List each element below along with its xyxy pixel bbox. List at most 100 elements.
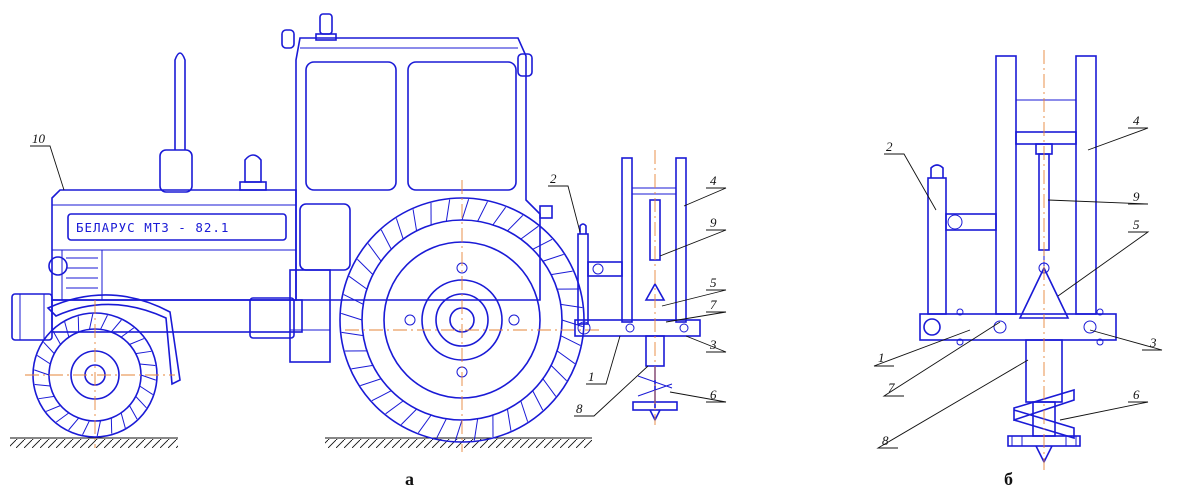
tyre-lug xyxy=(88,313,94,330)
leaders-a xyxy=(30,145,727,417)
tyre-lug xyxy=(68,417,80,431)
tyre-lug xyxy=(139,385,154,395)
top-crossbar xyxy=(1015,131,1077,145)
drill-attachment-a xyxy=(574,150,701,425)
left-mast xyxy=(995,55,1017,315)
tyre-lug xyxy=(492,206,507,226)
tyre-lug xyxy=(542,378,557,397)
label-a-4: 4 xyxy=(710,173,717,188)
base-frame-b xyxy=(919,313,1117,341)
hood-beacon xyxy=(239,154,267,191)
tyre-lug xyxy=(380,229,392,250)
tyre-lug xyxy=(532,390,544,411)
label-b-9: 9 xyxy=(1133,189,1140,204)
tyre-lug xyxy=(343,294,364,305)
label-a-7: 7 xyxy=(710,297,717,312)
tyre-lug xyxy=(129,338,145,345)
tyre-lug xyxy=(367,243,382,262)
tyre-lug xyxy=(506,409,512,431)
headlight xyxy=(48,256,68,276)
nameplate-text: БЕЛАРУС МТЗ - 82.1 xyxy=(76,220,229,235)
tyre-lug xyxy=(38,395,55,400)
tyre-lug xyxy=(417,414,432,434)
label-a-5: 5 xyxy=(710,275,717,290)
tyre-lug xyxy=(454,419,463,441)
tyre-lug xyxy=(371,390,392,402)
exhaust-pipe xyxy=(159,52,193,193)
front-fender xyxy=(46,294,181,386)
tyre-lug xyxy=(412,209,418,231)
label-a-3: 3 xyxy=(709,337,717,352)
tyre-lug xyxy=(341,331,364,337)
tyre-lug xyxy=(351,364,373,370)
tyre-lug xyxy=(52,330,62,345)
tyre-lug xyxy=(477,201,488,222)
tyre-lug xyxy=(110,319,122,333)
label-a-8: 8 xyxy=(576,401,583,416)
ground-rear xyxy=(325,437,592,448)
tyre-lug xyxy=(357,258,374,275)
tyre-lug xyxy=(445,199,451,222)
ground-front xyxy=(10,437,178,448)
front-frame xyxy=(11,293,303,341)
hood: БЕЛАРУС МТЗ - 82.1 xyxy=(48,189,297,301)
tyre-lug xyxy=(82,420,90,435)
tyre-lug xyxy=(135,396,147,409)
label-a-2: 2 xyxy=(550,171,557,186)
tyre-lug xyxy=(461,199,470,221)
tyre-lug xyxy=(100,315,108,330)
tyre-lug xyxy=(140,374,156,381)
tyre-lug xyxy=(542,253,564,262)
label-b-2: 2 xyxy=(886,139,893,154)
part-labels-a: 10 2 4 9 5 7 3 1 6 8 xyxy=(32,131,717,416)
label-b-6: 6 xyxy=(1133,387,1140,402)
tyre-lug xyxy=(395,218,404,240)
auger-flight xyxy=(1013,388,1075,422)
tyre-lug xyxy=(348,275,368,290)
tyre-lug xyxy=(556,350,576,365)
tyre-lug xyxy=(120,327,135,338)
tyre-lug xyxy=(520,225,539,240)
right-mast xyxy=(1075,55,1097,315)
cab-steps xyxy=(289,269,331,363)
label-b-4: 4 xyxy=(1133,113,1140,128)
label-a-1: 1 xyxy=(588,369,595,384)
tyre-lug xyxy=(400,408,417,425)
tyre-lug xyxy=(36,355,51,365)
cab-side-window xyxy=(305,61,397,191)
tyre-lug xyxy=(560,335,581,346)
cab xyxy=(281,13,553,363)
tyre-lug xyxy=(360,378,382,387)
label-b-5: 5 xyxy=(1133,217,1140,232)
cab-rear-window xyxy=(407,61,517,191)
tyre-lug xyxy=(551,270,573,276)
tyre-lug xyxy=(341,312,363,321)
label-a-10: 10 xyxy=(32,131,46,146)
tyre-lug xyxy=(560,303,583,309)
label-b-7: 7 xyxy=(888,380,895,395)
tyre-lug xyxy=(55,412,70,423)
figure-a-tractor: БЕЛАРУС МТЗ - 82.1 xyxy=(10,13,727,489)
label-b-1: 1 xyxy=(878,350,885,365)
tyre-lug xyxy=(139,363,156,366)
tyre-lug xyxy=(45,405,61,412)
label-a-9: 9 xyxy=(710,215,717,230)
figure-b-drill-unit: 2 4 9 5 1 3 7 6 8 б xyxy=(873,50,1163,489)
part-labels-b: 2 4 9 5 1 3 7 6 8 xyxy=(878,113,1157,448)
tyre-lug xyxy=(385,400,404,415)
tyre-lug xyxy=(34,384,51,387)
base-frame-a xyxy=(574,319,701,337)
tyre-lug xyxy=(507,215,524,232)
tyre-lug xyxy=(550,365,567,382)
tyre-lug xyxy=(34,369,50,376)
label-a-6: 6 xyxy=(710,387,717,402)
label-b-8: 8 xyxy=(882,433,889,448)
tyre-lug xyxy=(43,341,55,354)
nameplate xyxy=(67,213,287,241)
tyre-lug xyxy=(532,238,553,250)
label-b-3: 3 xyxy=(1149,335,1157,350)
tyre-lug xyxy=(473,418,479,441)
tyre-lug xyxy=(561,319,583,328)
tyre-lug xyxy=(64,321,70,338)
